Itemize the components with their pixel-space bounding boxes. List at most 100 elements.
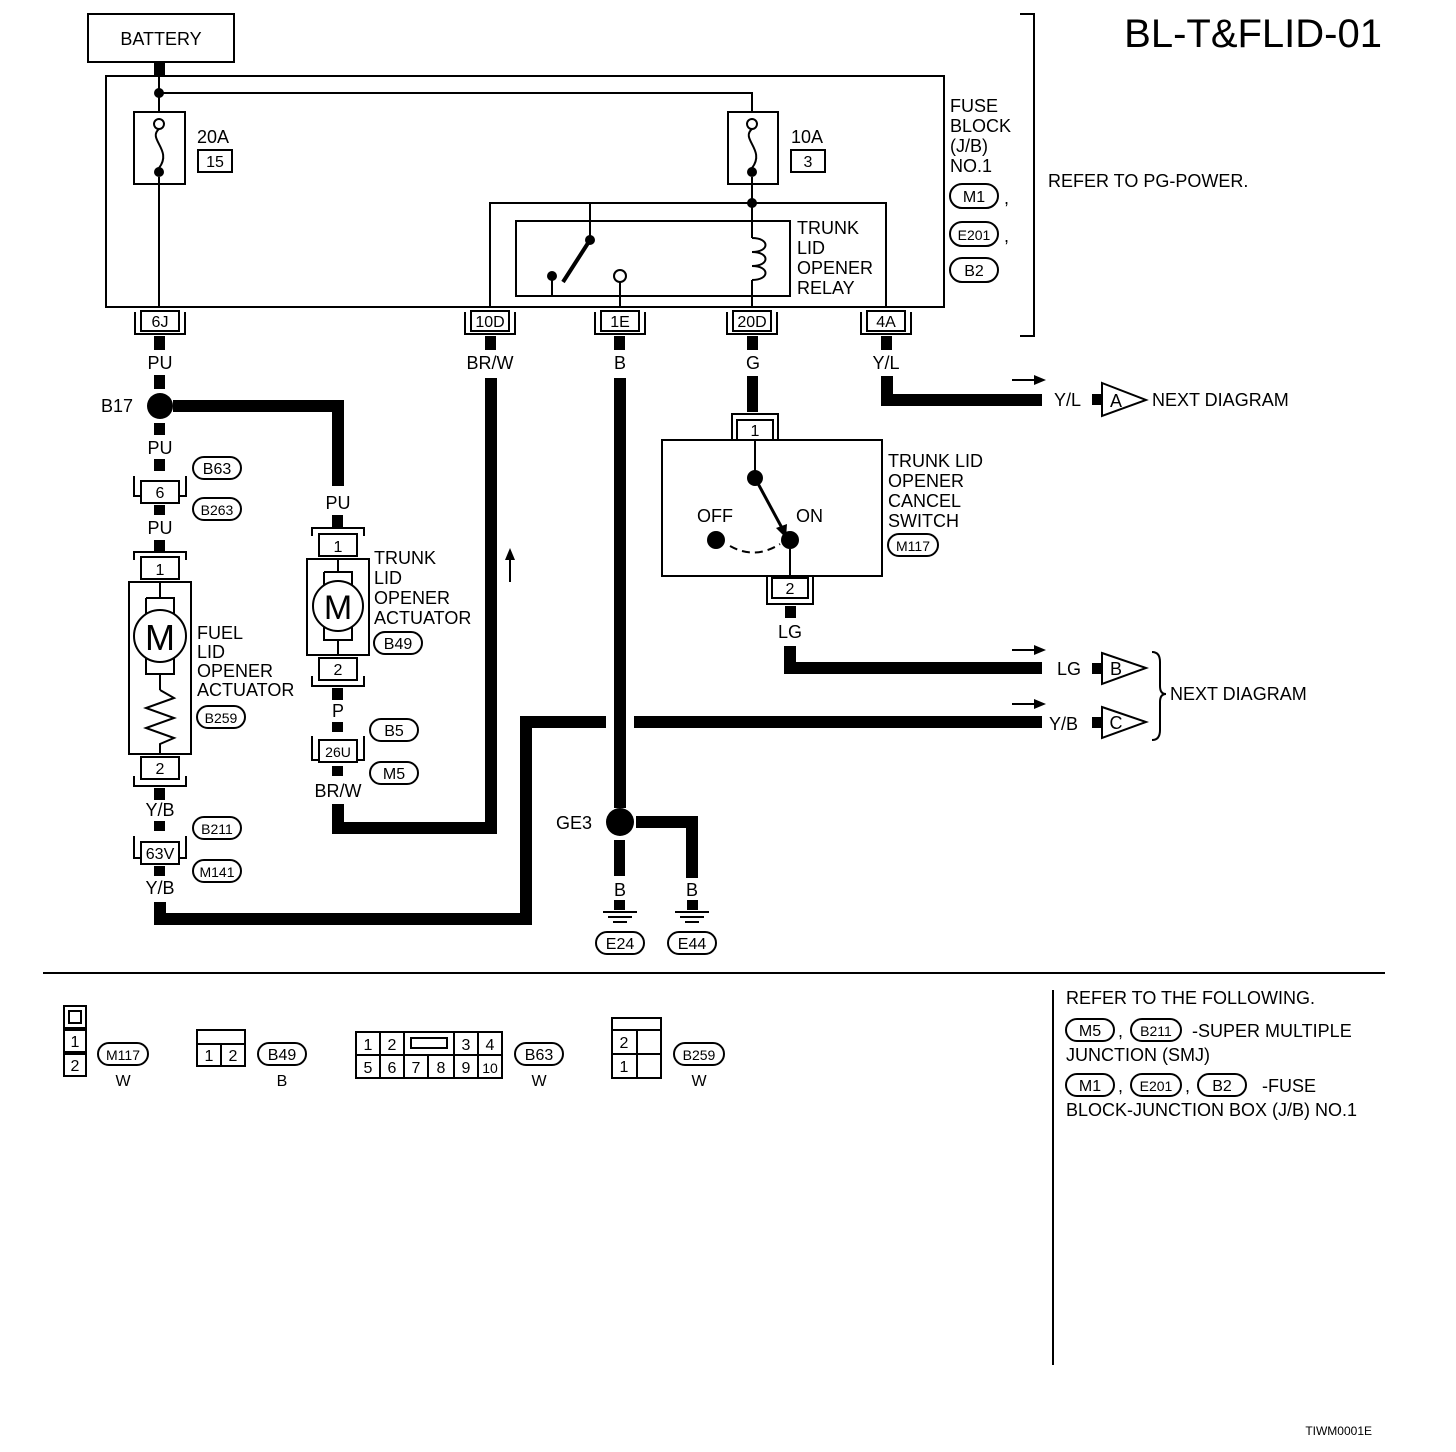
next-diagram-b-flag	[1101, 651, 1150, 686]
refer-pg-power: REFER TO PG-POWER.	[1048, 171, 1248, 191]
connector-b211-m141: 63V	[133, 836, 187, 865]
cancel-switch-label-4: SWITCH	[888, 511, 959, 531]
pin-10d: 10D	[464, 310, 516, 335]
b63-pin-8: 8	[437, 1060, 446, 1077]
refer-comma-2: ,	[1118, 1076, 1123, 1096]
splice-b17-label: B17	[101, 396, 133, 416]
refer-m5: M5	[1079, 1023, 1101, 1040]
next-diagram-a: A	[1110, 391, 1122, 411]
wire-color-yl-1: Y/L	[872, 353, 899, 373]
fuse-10a-terminal-bottom	[747, 167, 757, 177]
cancel-switch-label-3: CANCEL	[888, 491, 961, 511]
next-diagram-bracket	[1151, 651, 1167, 741]
fuse-20a-rating: 20A	[197, 127, 229, 147]
cancel-switch-pin2: 2	[786, 581, 795, 598]
wire-color-pu-1: PU	[147, 353, 172, 373]
b259-pin-2: 2	[620, 1035, 629, 1052]
pin-4a-label: 4A	[876, 314, 896, 331]
connector-b5-m5: 26U	[311, 736, 365, 763]
b49-color: B	[277, 1073, 288, 1090]
connector-b211-pin: 63V	[146, 846, 175, 863]
wire-color-pu-4: PU	[325, 493, 350, 513]
wire-lg	[784, 646, 1042, 674]
connector-b5-pin: 26U	[325, 744, 351, 760]
connector-view-b49: 1 2 B49 B	[196, 1029, 307, 1090]
wire-color-b-3: B	[686, 880, 698, 900]
refer-b2: B2	[1212, 1078, 1232, 1095]
wire-ge3-to-e44	[636, 816, 698, 878]
fuel-actuator-label-2: LID	[197, 642, 225, 662]
trunk-actuator-motor-m: M	[324, 589, 352, 627]
stub-6j	[154, 336, 165, 350]
cancel-switch-on: ON	[796, 506, 823, 526]
stub-ge3-e24	[614, 840, 625, 876]
cancel-switch-off: OFF	[697, 506, 733, 526]
ground-e24-oval	[595, 931, 645, 955]
fuse-block-connector-b2-label: B2	[964, 263, 984, 280]
stub-b63-bottom	[154, 505, 165, 515]
wire-g	[747, 376, 758, 412]
stub-e24	[614, 900, 625, 910]
wire-yl	[881, 376, 1042, 406]
cancel-switch-pin1-connector: 1	[731, 413, 779, 441]
relay-coil	[751, 237, 767, 281]
fuel-actuator-label-4: ACTUATOR	[197, 680, 294, 700]
b63-pin-7: 7	[412, 1060, 421, 1077]
fuse-20a-number-box	[197, 149, 233, 173]
next-diagram-c-flag	[1101, 705, 1150, 740]
stub-b63-top	[154, 459, 165, 471]
refer-b211-oval	[1130, 1018, 1182, 1042]
splice-ge3-label: GE3	[556, 813, 592, 833]
current-arrow-yb-icon	[1034, 699, 1046, 709]
b63-color: W	[531, 1073, 547, 1090]
refer-comma-3: ,	[1185, 1076, 1190, 1096]
pin-6j: 6J	[134, 310, 186, 335]
wire-color-p: P	[332, 701, 344, 721]
cancel-switch-label-1: TRUNK LID	[888, 451, 983, 471]
next-diagram-a-flag	[1101, 381, 1149, 418]
fuse-20a-number: 15	[206, 154, 224, 171]
b49-pin-2: 2	[229, 1048, 238, 1065]
stub-b17-top	[154, 375, 165, 389]
relay-label-2: LID	[797, 238, 825, 258]
pin-1e: 1E	[594, 310, 646, 335]
fuse-20a-terminal-bottom	[154, 167, 164, 177]
connector-b211-code: B211	[201, 821, 233, 837]
connector-b63-pin: 6	[156, 485, 165, 502]
refer-e201: E201	[1140, 1078, 1173, 1094]
cancel-switch-off-contact	[707, 531, 725, 549]
m117-pin-1: 1	[71, 1034, 80, 1051]
m117-code: M117	[106, 1047, 140, 1063]
b49-pin-1: 1	[205, 1048, 214, 1065]
cancel-switch-pin2-connector: 2	[766, 576, 814, 605]
connector-b63-oval	[192, 456, 242, 480]
trunk-actuator-label-4: ACTUATOR	[374, 608, 471, 628]
wire-color-b-1: B	[614, 353, 626, 373]
trunk-actuator-connector-oval	[373, 631, 423, 655]
relay-switch-wire	[489, 202, 887, 307]
connector-m141-oval	[192, 859, 242, 883]
trunk-actuator-label-2: LID	[374, 568, 402, 588]
m117-color: W	[115, 1073, 131, 1090]
pin-20d-label: 20D	[737, 314, 766, 331]
refer-m5-oval	[1065, 1018, 1115, 1042]
pin-1e-label: 1E	[610, 314, 630, 331]
next-diagram-c: C	[1110, 713, 1123, 733]
battery-box	[87, 13, 235, 63]
trunk-actuator-pin1: 1	[334, 539, 343, 556]
fuse-20a-terminal-top	[153, 118, 165, 130]
stub-trunk-actuator-top	[332, 515, 343, 527]
b63-pin-5: 5	[364, 1060, 373, 1077]
cancel-switch-connector: M117	[896, 538, 930, 554]
fuse-block-label-2: BLOCK	[950, 116, 1011, 136]
wire-color-yb-1: Y/B	[145, 800, 174, 820]
refer-jb-text2: BLOCK-JUNCTION BOX (J/B) NO.1	[1066, 1100, 1357, 1120]
b63-pin-3: 3	[462, 1037, 471, 1054]
fuel-actuator-connector: B259	[205, 710, 238, 726]
wire-color-yb-2: Y/B	[145, 878, 174, 898]
wire-brw-route	[332, 378, 497, 834]
wire-yb-route	[154, 716, 606, 925]
fuse-10a-number-box	[790, 149, 826, 173]
wire-color-pu-2: PU	[147, 438, 172, 458]
